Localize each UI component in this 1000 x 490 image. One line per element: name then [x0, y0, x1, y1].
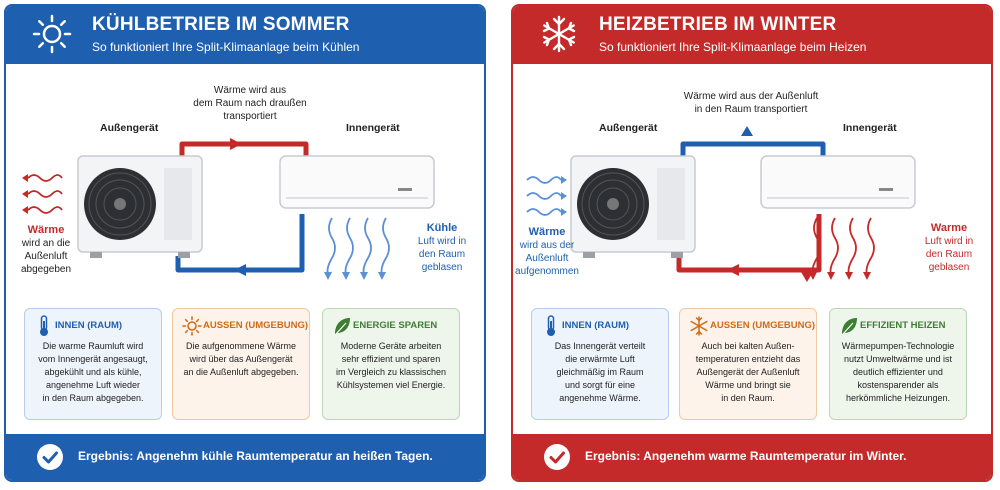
info-card-outdoor: AUSSEN (UMGEBUNG) Auch bei kalten Außen-… [679, 308, 817, 420]
thermometer-icon [40, 315, 48, 336]
cooling-left-note: Wärme wird an die Außenluft abgegeben [20, 224, 72, 275]
card-title: AUSSEN (UMGEBUNG) [710, 320, 816, 331]
outside-air-waves [526, 176, 567, 216]
arrow-up-icon [741, 126, 753, 136]
cooling-right-note: Kühle Luft wird in den Raum geblasen [417, 222, 467, 273]
outdoor-unit [77, 155, 203, 258]
card-title: INNEN (RAUM) [55, 320, 123, 331]
info-card-outdoor: AUSSEN (UMGEBUNG) Die aufgenommene Wärme… [172, 308, 310, 420]
heating-title: HEIZBETRIEB IM WINTER [599, 14, 837, 35]
leaf-icon [842, 318, 857, 335]
thermometer-icon [547, 315, 555, 336]
heating-footer: Ergebnis: Angenehm warme Raumtemperatur … [513, 434, 991, 480]
sun-icon [182, 316, 202, 336]
outdoor-unit-label: Außengerät [100, 122, 159, 134]
cooling-subtitle: So funktioniert Ihre Split-Klimaanlage b… [92, 40, 360, 54]
heating-diagram: Wärme wird aus der Außenluft in den Raum… [513, 64, 991, 300]
arrow-left-icon [234, 264, 246, 276]
cold-refrigerant-pipe [680, 141, 826, 156]
info-card-efficiency: EFFIZIENT HEIZEN Wärmepumpen-Technologie… [829, 308, 967, 420]
cooling-title: KÜHLBETRIEB IM SOMMER [92, 14, 350, 35]
card-text: Auch bei kalten Außen-temperaturen entzi… [695, 341, 801, 403]
heating-left-note: Wärme wird aus der Außenluft aufgenommen [515, 226, 579, 277]
card-title: ENERGIE SPAREN [353, 320, 438, 331]
heating-header: HEIZBETRIEB IM WINTER So funktioniert Ih… [513, 6, 991, 64]
leaf-icon [335, 318, 350, 335]
heating-right-note: Warme Luft wird in den Raum geblasen [924, 222, 974, 273]
cool-air-flow [324, 217, 390, 280]
indoor-unit-label: Innengerät [346, 122, 400, 134]
indoor-unit-label: Innengerät [843, 122, 897, 134]
card-title: EFFIZIENT HEIZEN [860, 320, 946, 331]
arrow-left-icon [727, 264, 739, 276]
card-title: INNEN (RAUM) [562, 320, 630, 331]
arrow-down-icon [801, 272, 813, 282]
cooling-footer: Ergebnis: Angenehm kühle Raumtemperatur … [6, 434, 484, 480]
heating-result: Ergebnis: Angenehm warme Raumtemperatur … [585, 449, 907, 463]
cooling-top-label: Wärme wird aus dem Raum nach draußen tra… [193, 85, 307, 122]
outdoor-unit [570, 155, 696, 258]
heating-subtitle: So funktioniert Ihre Split-Klimaanlage b… [599, 40, 867, 54]
check-icon [37, 444, 63, 470]
snowflake-icon [542, 15, 576, 53]
cooling-panel: KÜHLBETRIEB IM SOMMER So funktioniert Ih… [4, 4, 486, 482]
outdoor-unit-label: Außengerät [599, 122, 658, 134]
warm-air-flow [809, 217, 875, 280]
indoor-unit [279, 155, 435, 209]
heating-panel: HEIZBETRIEB IM WINTER So funktioniert Ih… [511, 4, 993, 482]
check-icon [544, 444, 570, 470]
indoor-unit [760, 155, 916, 209]
cooling-diagram: Wärme wird aus dem Raum nach draußen tra… [6, 64, 484, 300]
hot-refrigerant-pipe [179, 141, 309, 156]
cooling-result: Ergebnis: Angenehm kühle Raumtemperatur … [78, 449, 433, 463]
sun-icon [32, 14, 72, 54]
heat-waves [22, 174, 63, 214]
arrow-right-icon [230, 138, 242, 150]
snowflake-icon [690, 316, 708, 336]
hot-refrigerant-pipe [676, 214, 822, 273]
cooling-header: KÜHLBETRIEB IM SOMMER So funktioniert Ih… [6, 6, 484, 64]
heating-top-label: Wärme wird aus der Außenluft in den Raum… [683, 91, 819, 115]
card-title: AUSSEN (UMGEBUNG) [203, 320, 309, 331]
